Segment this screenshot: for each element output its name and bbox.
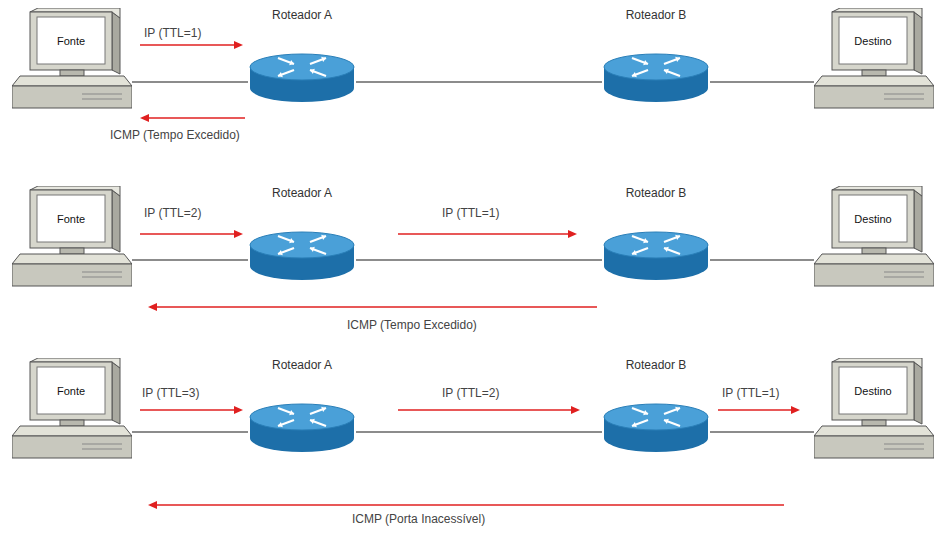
link-line: [356, 432, 602, 433]
packet-arrow: [140, 230, 243, 238]
router-icon: [602, 52, 710, 104]
screen-label: Fonte: [37, 17, 105, 64]
router-label: Roteador A: [248, 358, 356, 372]
router-node: Roteador A: [248, 186, 356, 282]
computer-node: Fonte: [12, 186, 132, 290]
packet-arrow: [140, 41, 243, 49]
router-node: Roteador A: [248, 8, 356, 104]
link-line: [710, 82, 814, 83]
packet-arrow: [140, 114, 245, 122]
link-line: [710, 432, 814, 433]
packet-arrow: [398, 406, 580, 414]
arrow-label: ICMP (Tempo Excedido): [108, 128, 242, 142]
arrow-label: IP (TTL=3): [140, 386, 201, 400]
arrow-label: IP (TTL=1): [720, 386, 781, 400]
screen-label: Destino: [839, 17, 907, 64]
packet-arrow: [718, 406, 800, 414]
link-line: [356, 260, 602, 261]
link-line: [132, 260, 248, 261]
router-label: Roteador B: [602, 8, 710, 22]
router-label: Roteador A: [248, 8, 356, 22]
screen-label: Fonte: [37, 195, 105, 242]
link-line: [132, 82, 248, 83]
computer-node: Fonte: [12, 358, 132, 462]
router-label: Roteador A: [248, 186, 356, 200]
computer-node: Fonte: [12, 8, 132, 112]
router-node: Roteador B: [602, 358, 710, 454]
computer-node: Destino: [814, 8, 934, 112]
router-icon: [602, 402, 710, 454]
router-node: Roteador A: [248, 358, 356, 454]
packet-arrow: [148, 303, 597, 311]
arrow-label: IP (TTL=2): [440, 386, 501, 400]
computer-icon: [814, 358, 934, 462]
screen-label: Fonte: [37, 367, 105, 414]
arrow-label: ICMP (Porta Inacessível): [350, 512, 487, 526]
router-node: Roteador B: [602, 8, 710, 104]
link-line: [710, 260, 814, 261]
arrow-label: ICMP (Tempo Excedido): [345, 318, 479, 332]
computer-icon: [814, 8, 934, 112]
router-icon: [248, 402, 356, 454]
router-label: Roteador B: [602, 186, 710, 200]
computer-icon: [814, 186, 934, 290]
computer-icon: [12, 358, 132, 462]
computer-icon: [12, 8, 132, 112]
router-icon: [602, 230, 710, 282]
packet-arrow: [140, 406, 243, 414]
computer-node: Destino: [814, 186, 934, 290]
router-icon: [248, 230, 356, 282]
router-icon: [248, 52, 356, 104]
arrow-label: IP (TTL=1): [142, 26, 203, 40]
screen-label: Destino: [839, 195, 907, 242]
packet-arrow: [148, 501, 784, 509]
router-label: Roteador B: [602, 358, 710, 372]
screen-label: Destino: [839, 367, 907, 414]
packet-arrow: [398, 230, 577, 238]
link-line: [356, 82, 602, 83]
arrow-label: IP (TTL=2): [142, 206, 203, 220]
computer-node: Destino: [814, 358, 934, 462]
computer-icon: [12, 186, 132, 290]
arrow-label: IP (TTL=1): [440, 206, 501, 220]
router-node: Roteador B: [602, 186, 710, 282]
link-line: [132, 432, 248, 433]
